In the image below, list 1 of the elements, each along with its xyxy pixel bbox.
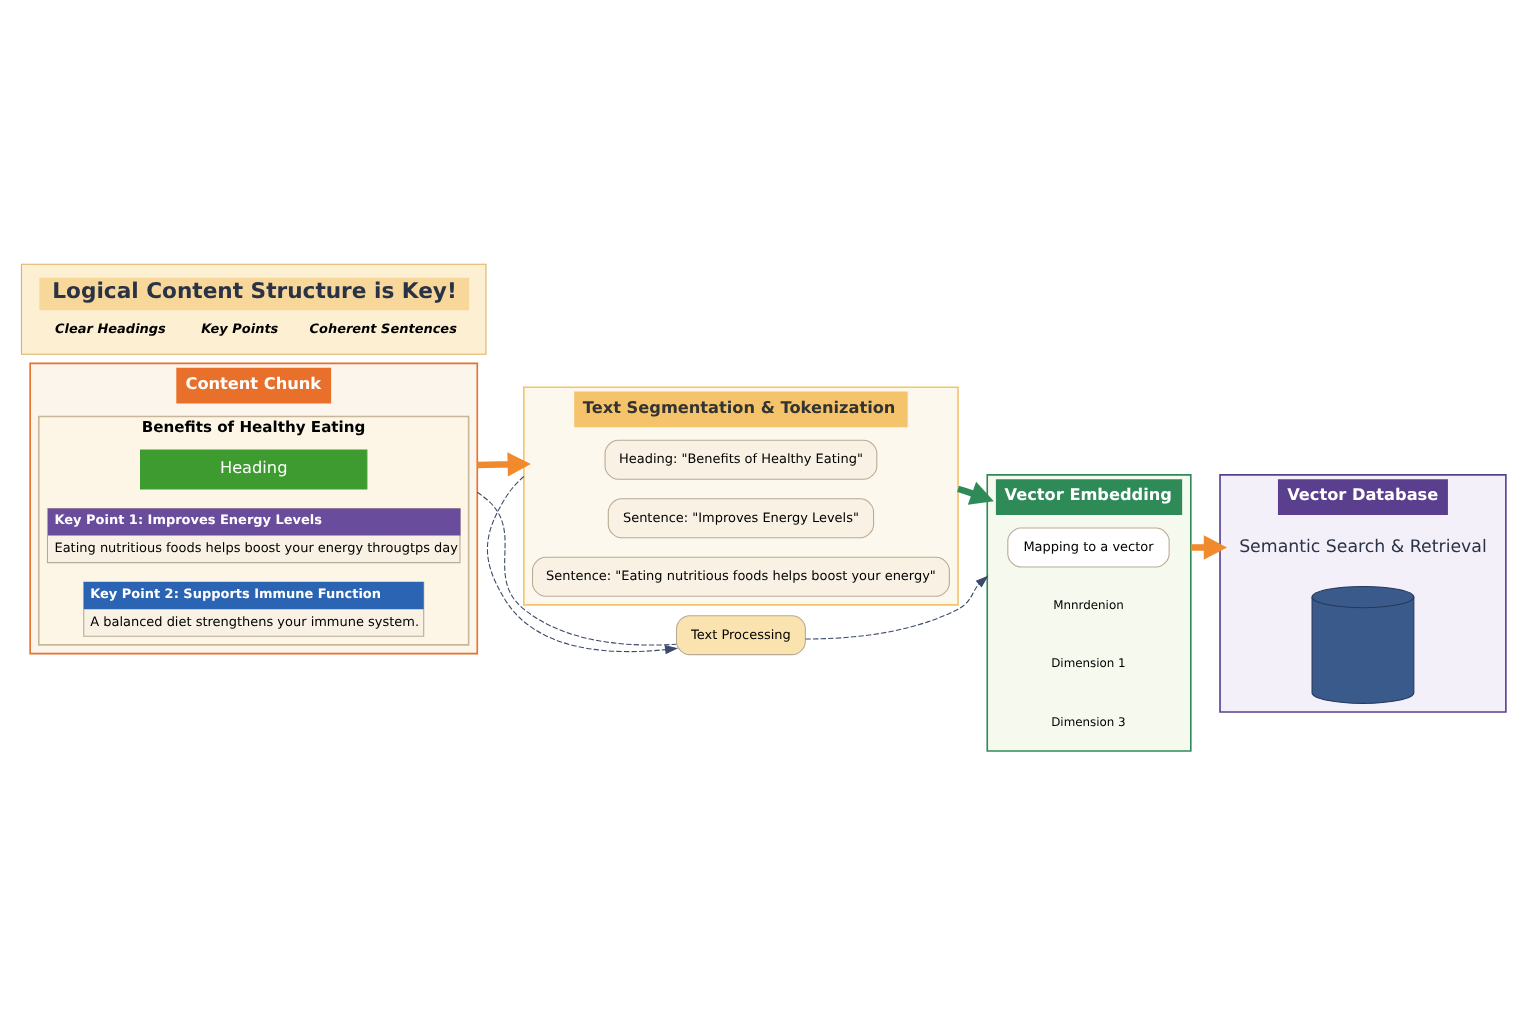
node-text: Semantic Search & Retrieval (1239, 537, 1487, 558)
